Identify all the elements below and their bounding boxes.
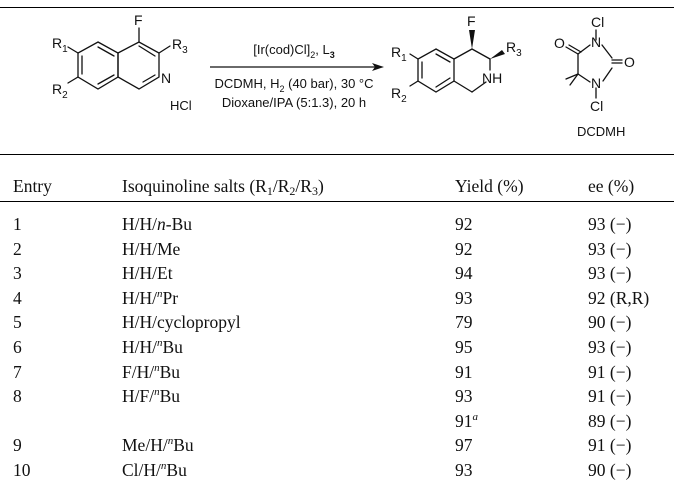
table-cell-ee: 91 (−) — [588, 361, 632, 382]
dcdmh-n-bottom: N — [591, 75, 601, 91]
scheme-separator-rule — [0, 154, 674, 155]
reaction-scheme: F R1 R2 R3 N HCl [Ir(cod)Cl]2, L3 DCDMH,… — [52, 12, 635, 139]
catalyst-label: [Ir(cod)Cl]2, L3 — [253, 42, 335, 60]
substrate-f-label: F — [134, 12, 143, 28]
substrate-r3-label: R3 — [172, 36, 188, 56]
dcdmh-o-right: O — [624, 54, 635, 70]
table-cell-entry: 6 — [13, 337, 22, 357]
table-cell-yield: 95 — [455, 337, 473, 357]
reaction-arrow — [210, 63, 384, 71]
table-cell-ee: 91 (−) — [588, 435, 632, 456]
footnote-marker: a — [472, 410, 479, 423]
dcdmh-cl-bottom: Cl — [590, 98, 603, 114]
table-cell-ee: 89 (−) — [588, 410, 632, 431]
substrate-r2-label: R2 — [52, 81, 68, 101]
table-cell-ee: 91 (−) — [588, 386, 632, 407]
table-cell-entry: 7 — [13, 361, 22, 382]
table-cell-yield: 97 — [455, 435, 473, 456]
header-isoquinoline-salts: Isoquinoline salts (R1/R2/R3) — [122, 176, 324, 198]
product-r3-label: R3 — [506, 39, 522, 59]
table-cell-entry: 2 — [13, 238, 22, 259]
table-cell-yield: 92 — [455, 238, 473, 259]
table-cell-ee: 93 (−) — [588, 214, 632, 234]
table-cell-yield: 79 — [455, 312, 473, 333]
table-cell-salt: F/H/nBu — [122, 361, 181, 382]
table-top-rule — [0, 7, 674, 9]
substrate-hcl-label: HCl — [170, 98, 192, 113]
dcdmh-o-left: O — [554, 35, 565, 51]
conditions-line-1: DCDMH, H2 (40 bar), 30 °C — [214, 76, 373, 94]
table-cell-ee: 90 (−) — [588, 312, 632, 333]
table-cell-entry: 9 — [13, 435, 22, 456]
table-cell-salt: Cl/H/nBu — [122, 460, 187, 480]
table-cell-yield: 91 — [455, 361, 473, 382]
table-cell-ee: 92 (R,R) — [588, 287, 650, 308]
table-cell-salt: H/H/cyclopropyl — [122, 312, 241, 333]
table-cell-ee: 93 (−) — [588, 238, 632, 259]
table-cell-salt: H/H/nBu — [122, 337, 183, 357]
table-cell-ee: 93 (−) — [588, 337, 632, 357]
substrate-n-label: N — [161, 70, 171, 86]
conditions-line-2: Dioxane/IPA (5:1.3), 20 h — [222, 95, 366, 110]
header-yield: Yield (%) — [455, 176, 524, 196]
table-cell-entry: 4 — [13, 287, 22, 308]
table-cell-yield: 94 — [455, 263, 473, 284]
table-cell-salt: H/H/n-Bu — [122, 214, 192, 234]
table-cell-entry: 1 — [13, 214, 22, 234]
table-cell-ee: 90 (−) — [588, 460, 632, 480]
dcdmh-n-top: N — [591, 34, 601, 50]
header-bottom-rule — [0, 201, 674, 202]
table-cell-yield: 92 — [455, 214, 473, 234]
substrate-r1-label: R1 — [52, 35, 68, 55]
table-cell-yield: 93 — [455, 460, 473, 480]
product-r1-label: R1 — [391, 44, 407, 64]
table-cell-ee: 93 (−) — [588, 263, 632, 284]
table-cell-salt: Me/H/nBu — [122, 435, 194, 456]
substrate-structure: F R1 R2 R3 N HCl — [52, 12, 192, 113]
table-cell-salt: H/F/nBu — [122, 386, 181, 407]
table-cell-salt: H/H/Me — [122, 238, 181, 259]
table-cell-entry: 5 — [13, 312, 22, 333]
table-cell-salt: H/H/nPr — [122, 287, 179, 308]
dcdmh-name-label: DCDMH — [577, 124, 625, 139]
header-entry: Entry — [13, 176, 52, 196]
table-cell-entry: 3 — [13, 263, 22, 284]
product-nh-label: NH — [482, 70, 502, 86]
dcdmh-structure: O O N N Cl Cl DCDMH — [554, 14, 635, 139]
product-structure: F R1 R2 R3 NH — [391, 13, 522, 105]
table-cell-entry: 10 — [13, 460, 31, 480]
header-ee: ee (%) — [588, 176, 635, 196]
table-cell-yield: 91a — [455, 410, 479, 431]
product-r2-label: R2 — [391, 85, 407, 105]
table-cell-salt: H/H/Et — [122, 263, 173, 284]
table-cell-entry: 8 — [13, 386, 22, 407]
dcdmh-cl-top: Cl — [591, 14, 604, 30]
product-f-label: F — [467, 13, 476, 29]
table-cell-yield: 93 — [455, 386, 473, 407]
table-cell-yield: 93 — [455, 287, 473, 308]
